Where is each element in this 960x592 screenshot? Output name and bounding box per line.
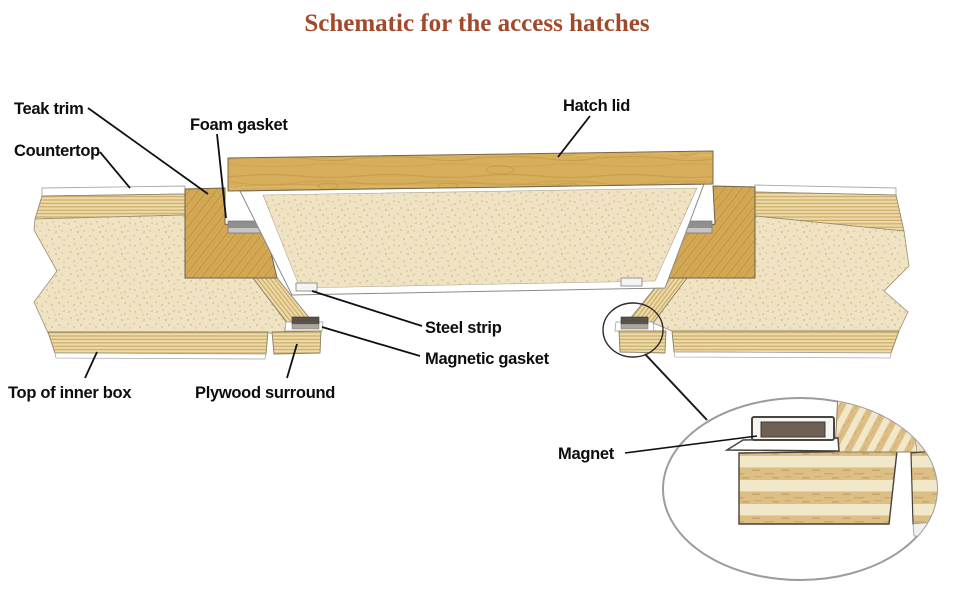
detail-core-wedge — [912, 424, 937, 454]
label-countertop: Countertop — [14, 142, 100, 160]
leader-plywood-surround — [286, 343, 298, 379]
lid-particle-core — [262, 187, 698, 289]
leader-magnet — [624, 435, 758, 454]
label-teak-trim: Teak trim — [14, 100, 83, 118]
label-hatch-lid: Hatch lid — [563, 97, 630, 115]
leader-magnetic-gasket — [321, 326, 421, 357]
hatch-lid-assembly — [227, 150, 714, 296]
label-magnetic-gasket: Magnetic gasket — [425, 350, 550, 368]
label-steel-strip: Steel strip — [425, 319, 502, 337]
leader-teak-trim — [87, 107, 209, 195]
magnetic-gasket-right — [620, 316, 649, 330]
leader-foam-gasket — [216, 133, 227, 219]
leader-steel-strip — [311, 290, 423, 327]
detail-inner-box-block — [738, 450, 898, 525]
leader-top-of-inner-box — [84, 351, 98, 379]
label-foam-gasket: Foam gasket — [190, 116, 288, 134]
leader-hatch-lid — [557, 115, 591, 158]
steel-strip-left — [295, 282, 318, 292]
steel-strip-right — [620, 277, 643, 287]
inner-box-top-right — [671, 330, 900, 359]
detail-magnet — [760, 421, 826, 438]
callout-connector-line — [644, 353, 708, 421]
leader-countertop — [99, 151, 131, 189]
countertop-left — [33, 185, 288, 334]
inner-box-top-left — [47, 331, 269, 360]
detail-surround-band — [834, 398, 921, 453]
label-magnet: Magnet — [558, 445, 615, 463]
detail-right-piece — [910, 449, 937, 525]
detail-right-white — [912, 520, 937, 537]
label-top-of-inner-box: Top of inner box — [8, 384, 132, 402]
highlight-circle — [602, 302, 664, 358]
lid-wood-plank — [227, 150, 714, 192]
leader-lines — [84, 107, 758, 454]
detail-steel-plate — [724, 437, 840, 452]
page-title: Schematic for the access hatches — [304, 10, 650, 37]
label-plywood-surround: Plywood surround — [195, 384, 335, 402]
magnetic-gasket-left — [291, 316, 320, 330]
